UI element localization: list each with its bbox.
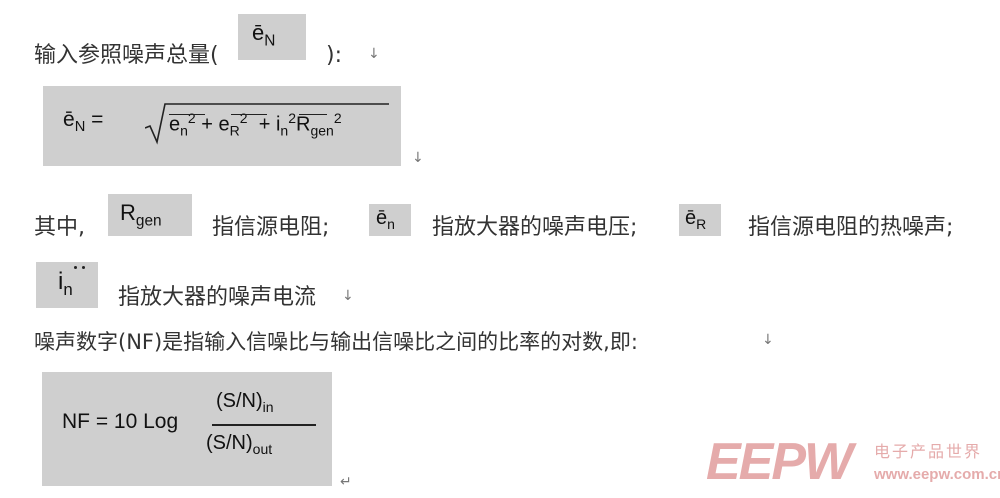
fraction-bar <box>212 424 316 426</box>
nf-definition: 噪声数字(NF)是指输入信噪比与输出信噪比之间的比率的对数,即: <box>34 330 638 354</box>
formula2-lhs: NF = 10 Log <box>62 410 179 433</box>
formula-box-1: ēN = en2 + eR2 + in2Rgen2 <box>43 86 401 166</box>
watermark-logo: EEPW <box>706 433 853 491</box>
paragraph-mark: ↓ <box>342 288 354 304</box>
formula1-radicand: en2 + eR2 + in2Rgen2 <box>169 110 342 139</box>
paragraph-mark: ↓ <box>762 332 774 348</box>
radical-sign <box>145 103 389 145</box>
where-label: 其中, <box>34 215 85 240</box>
paragraph-mark: ↓ <box>368 46 380 62</box>
formula-box-2: NF = 10 Log (S/N)in (S/N)out <box>42 372 332 486</box>
symbol-box-en-small: ēn <box>369 204 411 236</box>
formula2-numerator: (S/N)in <box>216 390 274 415</box>
symbol-box-en: ēN <box>238 14 306 60</box>
in-description: 指放大器的噪声电流 <box>118 285 317 310</box>
symbol-box-er: ēR <box>679 204 721 236</box>
en-description: 指放大器的噪声电压; <box>432 215 638 240</box>
watermark-url: www.eepw.com.cn <box>874 466 1000 483</box>
eepw-watermark: EEPW 电子产品世界 www.eepw.com.cn <box>706 432 1000 494</box>
er-description: 指信源电阻的热噪声; <box>748 215 954 240</box>
watermark-cn: 电子产品世界 <box>874 442 983 461</box>
formula2-denominator: (S/N)out <box>206 432 273 457</box>
intro-text: 输入参照噪声总量( <box>34 43 219 68</box>
rgen-description: 指信源电阻; <box>212 215 330 240</box>
symbol-box-rgen: Rgen <box>108 194 192 236</box>
symbol-box-in: in <box>36 262 98 308</box>
return-mark: ↵ <box>340 474 352 490</box>
paragraph-mark: ↓ <box>412 150 424 166</box>
intro-close: ): <box>326 43 342 68</box>
formula1-lhs: ēN = <box>63 108 104 136</box>
